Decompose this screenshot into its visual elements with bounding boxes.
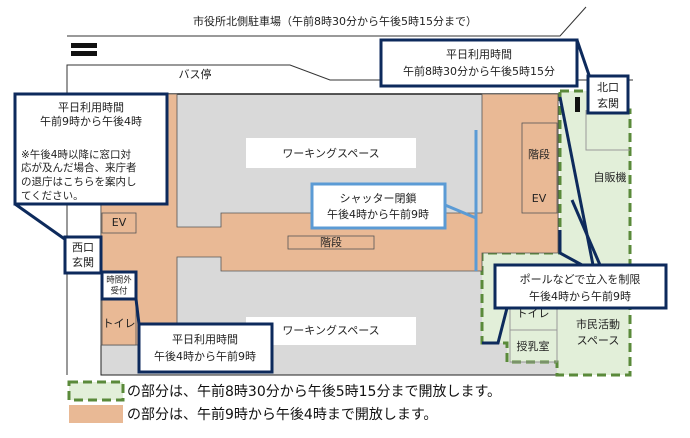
after-hours-reception-label: 時間外 (106, 275, 132, 286)
ev-right-label: EV (532, 192, 547, 205)
west-callout-line: てください。 (21, 190, 84, 202)
citizen-space-label-1: 市民活動 (576, 317, 620, 331)
vending-label: 自販機 (594, 170, 627, 184)
north-entrance-label: 玄関 (597, 96, 619, 110)
reception-callout-connector (134, 298, 141, 325)
door-icon (575, 97, 580, 112)
bus-stop-label: バス停 (179, 67, 212, 81)
toilet-left-label: トイレ (103, 317, 136, 330)
west-callout-line: 午前9時から午後4時 (40, 114, 142, 128)
west-callout-line: 平日利用時間 (58, 101, 124, 114)
ev-left-label: EV (112, 216, 127, 229)
ev-left (101, 212, 137, 234)
west-callout-connector (14, 202, 67, 242)
pole-callout (493, 263, 668, 310)
pole-connector (482, 307, 509, 345)
crosswalk-icon (71, 51, 97, 56)
west-entrance (63, 235, 103, 275)
pole-callout-line: 午後4時から午前9時 (529, 289, 631, 303)
nursing-room-label: 授乳室 (517, 339, 550, 353)
west-callout-line: ※午後4時以降に窓口対 (21, 148, 131, 161)
north-callout-line: 平日利用時間 (446, 48, 512, 61)
stairs-right-label: 階段 (528, 147, 550, 161)
legend-swatch-extended (67, 380, 125, 402)
pole-connector (570, 199, 602, 266)
shutter-connector (444, 203, 477, 220)
legend-text-extended: の部分は、午前8時30分から午後5時15分まで開放します。 (127, 383, 501, 400)
west-callout-line: 応が及んだ場合、来庁者 (21, 161, 137, 174)
shutter-callout-line: シャッター閉鎖 (340, 191, 417, 205)
toilet-right-label: トイレ (517, 307, 550, 320)
parking-label: 市役所北側駐車場（午前8時30分から午後5時15分まで） (193, 14, 477, 28)
shutter-callout (310, 182, 447, 230)
legend-text-restricted: の部分は、午前9時から午後4時まで開放します。 (127, 406, 437, 423)
nursing-room (509, 329, 558, 363)
stairs-center (287, 235, 375, 250)
reception-callout-line: 午後4時から午前9時 (154, 349, 256, 363)
north-callout-connector (575, 39, 592, 79)
pole-callout-line: ポールなどで立入を制限 (520, 272, 641, 286)
crosswalk-icon (71, 43, 97, 48)
reception-callout (137, 322, 274, 374)
stairs-center-label: 階段 (320, 235, 342, 249)
parking-boundary (67, 6, 587, 37)
north-callout-line: 午前8時30分から午後5時15分 (403, 64, 555, 78)
west-callout-line: の退庁はこちらを案内し (21, 175, 137, 188)
north-entrance (586, 74, 630, 115)
vending-room-wall (585, 110, 630, 151)
after-hours-reception-label: 受付 (110, 286, 128, 297)
north-callout (379, 38, 579, 88)
workspace-top-label-bg (246, 138, 416, 168)
shutter-callout-line: 午後4時から午前9時 (327, 207, 429, 221)
workspace-top-label: ワーキングスペース (282, 146, 379, 160)
stairs-ev-block (521, 122, 558, 214)
after-hours-reception (100, 270, 138, 301)
west-callout (13, 92, 169, 206)
reception-callout-line: 平日利用時間 (172, 333, 238, 346)
workspace-bottom-label-bg (246, 317, 416, 345)
north-entrance-label: 北口 (597, 81, 619, 94)
workspace-bottom-label: ワーキングスペース (282, 323, 379, 337)
legend-swatch-restricted (69, 405, 123, 423)
pole-connector (558, 230, 583, 267)
citizen-space-label-2: スペース (577, 334, 620, 347)
west-entrance-label: 玄関 (72, 255, 94, 269)
west-entrance-label: 西口 (72, 241, 94, 254)
